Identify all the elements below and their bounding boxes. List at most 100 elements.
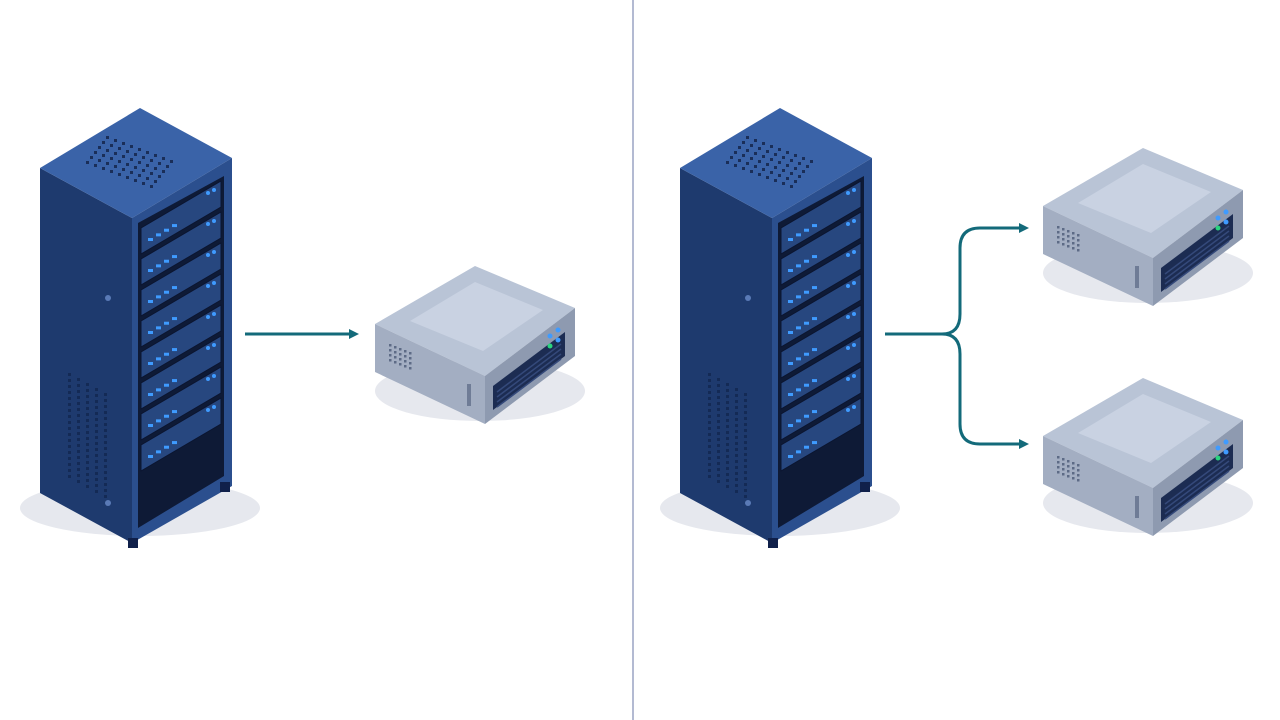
grille-dot [1067,245,1070,248]
vent-dot [138,174,141,177]
grille-dot [409,352,412,355]
perf-dot [735,466,738,469]
grille-dot [1062,228,1065,231]
vent-dot [790,159,793,162]
vent-dot [786,177,789,180]
rack-unit [780,366,862,441]
server-led [555,327,561,333]
vent-dot [86,161,89,164]
grille-dot [404,360,407,363]
vent-dot [790,185,793,188]
vent-dot [802,170,805,173]
vent-dot [774,153,777,156]
grille-dot [1072,237,1075,240]
grille-dot [1062,233,1065,236]
rack-led [796,419,801,423]
perf-dot [744,489,747,492]
server-front-vent [1161,214,1233,292]
rack-led [164,352,169,356]
perf-dot [95,490,98,493]
rack-led [164,414,169,418]
vent-dot [758,147,761,150]
rack-led [812,224,817,228]
perf-dot [77,414,80,417]
server-side [375,324,485,424]
grille-dot [399,353,402,356]
grille-dot [389,359,392,362]
rack-led [164,321,169,325]
perf-dot [104,393,107,396]
server-top-panel [1078,164,1211,233]
perf-dot [735,430,738,433]
perf-dot [735,388,738,391]
grille-dot [1077,474,1080,477]
vent-dot [798,175,801,178]
grille-dot [1077,469,1080,472]
vent-dot [102,167,105,170]
grille-dot [1057,231,1060,234]
rack-led [804,445,809,449]
rack-foot [860,482,870,492]
grille-dot [394,361,397,364]
vent-dot [118,173,121,176]
rack-status-led [852,343,856,347]
rack-status-led [206,408,210,412]
rack-led [812,255,817,259]
grille-dot [1077,234,1080,237]
perf-dot [95,436,98,439]
perf-dot [744,471,747,474]
server-box-icon [1043,148,1253,306]
grille-dot [1057,461,1060,464]
perf-dot [104,423,107,426]
rack-unit [780,242,862,317]
grille-dot [1057,456,1060,459]
grille-dot [1057,471,1060,474]
grille-dot [389,349,392,352]
perf-dot [95,412,98,415]
perf-dot [95,388,98,391]
server-side-grille [1057,456,1080,482]
perf-dot [708,409,711,412]
perf-dot [717,438,720,441]
perf-dot [95,430,98,433]
rack-led [788,455,793,458]
perf-dot [744,465,747,468]
rack-led [164,290,169,294]
rack-side-panel [40,168,132,543]
perf-dot [86,383,89,386]
rack-screw [105,500,111,506]
vent-dot [126,176,129,179]
perf-dot [86,437,89,440]
perf-dot [726,383,729,386]
perf-dot [86,389,89,392]
vent-dot [142,182,145,185]
vent-dot [766,150,769,153]
rack-led [804,321,809,325]
perf-dot [104,453,107,456]
vent-dot [774,179,777,182]
perf-dot [104,483,107,486]
perf-dot [726,389,729,392]
rack-led [156,388,161,392]
perf-dot [735,406,738,409]
grille-dot [1057,466,1060,469]
rack-status-led [206,377,210,381]
perf-dot [77,384,80,387]
perf-dot [708,475,711,478]
rack-led [172,286,177,290]
perf-dot [708,427,711,430]
rack-lock [105,295,111,301]
perf-dot [104,405,107,408]
perf-dot [68,379,71,382]
rack-led [788,424,793,427]
vent-dot [106,136,109,139]
perf-dot [104,465,107,468]
perf-dot [77,396,80,399]
perf-dot [726,413,729,416]
server-box-icon [1043,378,1253,536]
grille-dot [1067,230,1070,233]
rack-led [804,383,809,387]
rack-led [156,450,161,454]
vent-dot [118,160,121,163]
perf-dot [726,485,729,488]
